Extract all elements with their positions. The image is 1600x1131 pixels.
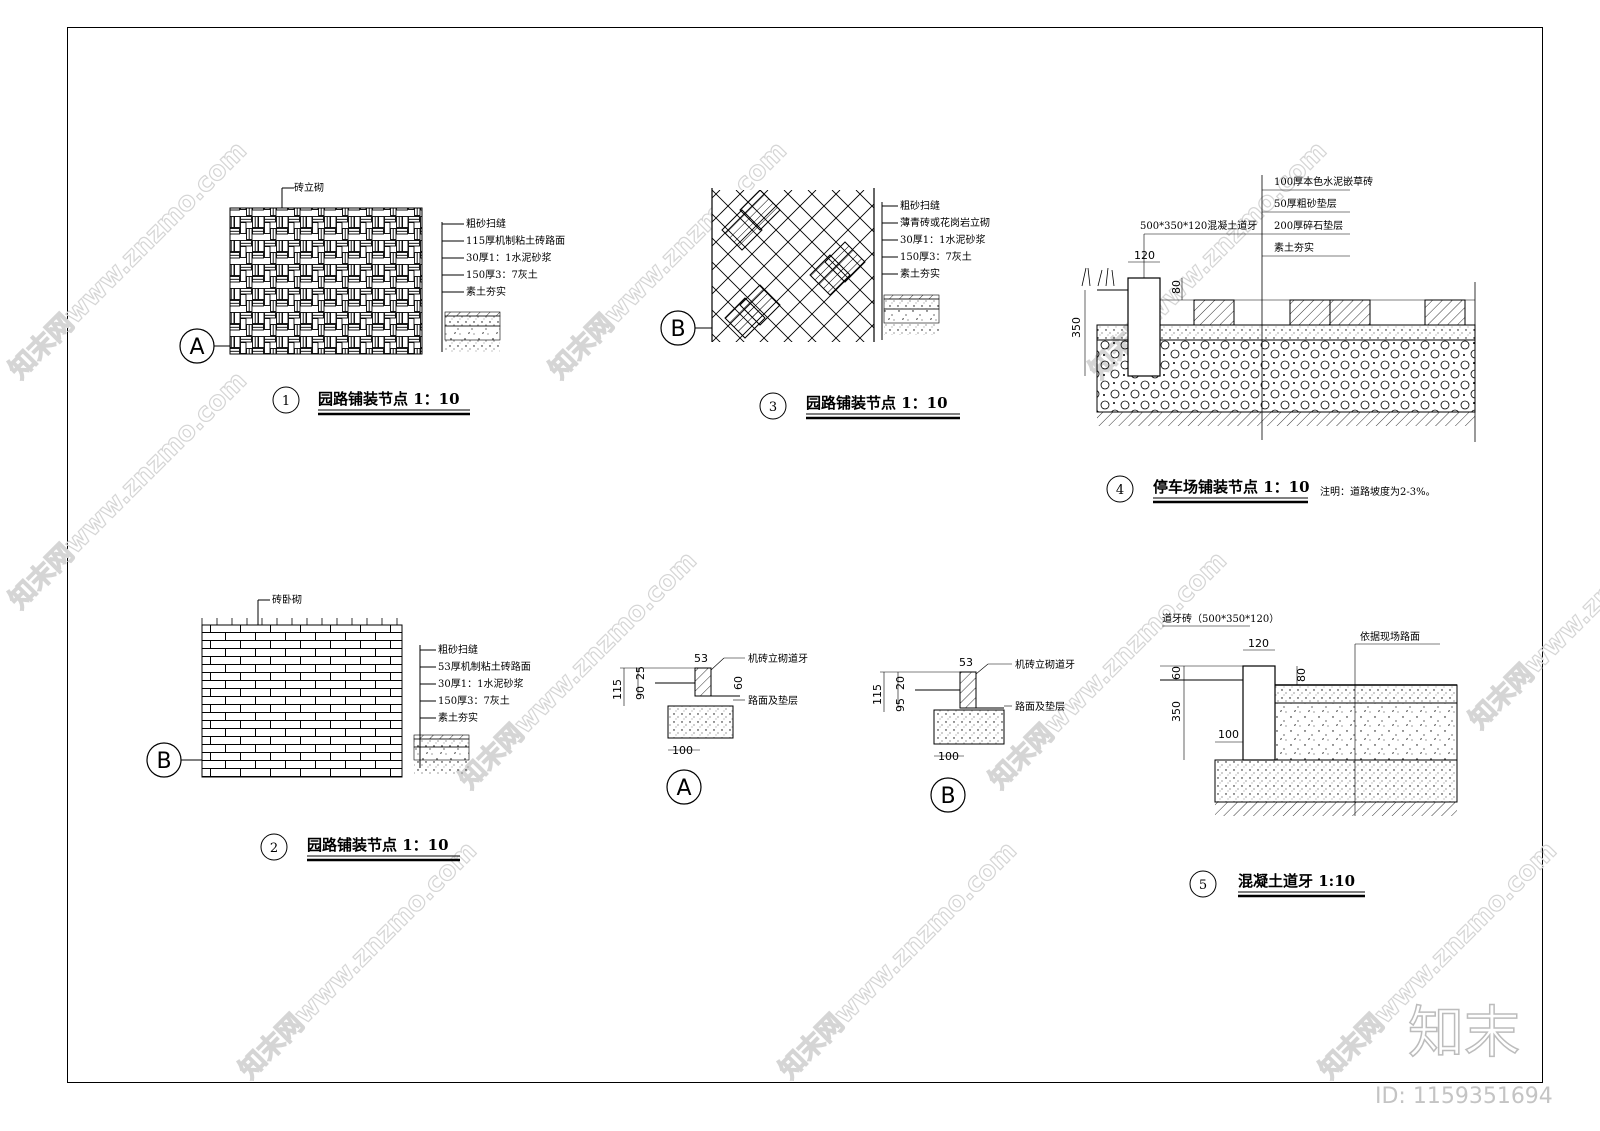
svg-text:50厚粗砂垫层: 50厚粗砂垫层 bbox=[1274, 197, 1337, 210]
image-id: ID: 1159351694 bbox=[1375, 1084, 1553, 1109]
svg-text:350: 350 bbox=[1070, 317, 1083, 338]
detail-5: 350 60 120 80 100 道牙砖（500*350*120） 依据现场路… bbox=[1160, 612, 1458, 898]
svg-text:120: 120 bbox=[1248, 637, 1269, 650]
top-label: 砖卧砌 bbox=[272, 593, 302, 606]
svg-text:30厚1：1水泥砂浆: 30厚1：1水泥砂浆 bbox=[438, 677, 523, 690]
svg-text:30厚1：1水泥砂浆: 30厚1：1水泥砂浆 bbox=[900, 233, 985, 246]
svg-text:5: 5 bbox=[1199, 878, 1207, 893]
layer-labels: 粗砂扫缝 115厚机制粘土砖路面 30厚1：1水泥砂浆 150厚3：7灰土 素土… bbox=[442, 217, 565, 298]
svg-text:90: 90 bbox=[634, 686, 647, 700]
curb-brick bbox=[694, 667, 712, 697]
detail-number-circle bbox=[1106, 475, 1134, 503]
curb-label: 道牙砖（500*350*120） bbox=[1162, 612, 1279, 625]
herringbone-paving bbox=[229, 207, 423, 355]
svg-text:3: 3 bbox=[769, 400, 777, 415]
top-label: 砖立砌 bbox=[294, 181, 324, 194]
detail-number-circle bbox=[272, 386, 300, 414]
svg-text:知末网www.znzmo.com: 知末网www.znzmo.com bbox=[4, 136, 253, 385]
curb-stone bbox=[1127, 277, 1161, 377]
svg-text:路面及垫层: 路面及垫层 bbox=[748, 694, 798, 707]
svg-text:素土夯实: 素土夯实 bbox=[1274, 241, 1314, 254]
svg-text:粗砂扫缝: 粗砂扫缝 bbox=[900, 199, 940, 212]
slope-note: 注明：道路坡度为2-3%。 bbox=[1320, 485, 1436, 498]
svg-text:A: A bbox=[189, 335, 204, 360]
section-marker bbox=[666, 769, 702, 805]
curb-stone bbox=[1242, 665, 1276, 761]
curb-brick bbox=[959, 671, 977, 709]
detail-title: 园路铺装节点 1：10 bbox=[318, 390, 460, 408]
svg-text:115: 115 bbox=[871, 684, 884, 705]
svg-text:150厚3：7灰土: 150厚3：7灰土 bbox=[900, 250, 972, 263]
edge-detail-b: 115 95 20 53 机砖立砌道牙 路面及垫层 100 B bbox=[871, 656, 1075, 813]
svg-text:薄青砖或花岗岩立砌: 薄青砖或花岗岩立砌 bbox=[900, 216, 990, 229]
svg-text:150厚3：7灰土: 150厚3：7灰土 bbox=[438, 694, 510, 707]
svg-text:4: 4 bbox=[1116, 483, 1124, 498]
svg-text:B: B bbox=[670, 317, 685, 342]
svg-text:60: 60 bbox=[1170, 666, 1183, 680]
svg-text:B: B bbox=[156, 749, 171, 774]
svg-text:粗砂扫缝: 粗砂扫缝 bbox=[466, 217, 506, 230]
svg-text:120: 120 bbox=[1134, 249, 1155, 262]
detail-title: 混凝土道牙 1:10 bbox=[1238, 872, 1355, 890]
svg-text:95: 95 bbox=[894, 698, 907, 712]
svg-text:80: 80 bbox=[1295, 668, 1308, 682]
running-bond-paving bbox=[201, 624, 403, 778]
svg-text:知末网www.znzmo.com: 知末网www.znzmo.com bbox=[234, 836, 483, 1085]
svg-text:1: 1 bbox=[282, 394, 290, 409]
sheet-border bbox=[67, 27, 1543, 1083]
svg-text:2: 2 bbox=[270, 841, 278, 856]
svg-text:115: 115 bbox=[611, 679, 624, 700]
detail-2: 砖卧砌 粗砂扫缝 53厚机制粘土砖路面 30厚1：1水泥砂浆 150厚3：7灰土… bbox=[146, 593, 531, 862]
svg-text:100: 100 bbox=[672, 744, 693, 757]
svg-text:A: A bbox=[676, 776, 691, 801]
svg-text:30厚1：1水泥砂浆: 30厚1：1水泥砂浆 bbox=[466, 251, 551, 264]
svg-text:150厚3：7灰土: 150厚3：7灰土 bbox=[466, 268, 538, 281]
svg-text:53: 53 bbox=[694, 652, 708, 665]
svg-text:路面及垫层: 路面及垫层 bbox=[1015, 700, 1065, 713]
svg-text:100厚本色水泥嵌草砖: 100厚本色水泥嵌草砖 bbox=[1274, 175, 1373, 188]
layer-labels: 粗砂扫缝 53厚机制粘土砖路面 30厚1：1水泥砂浆 150厚3：7灰土 素土夯… bbox=[420, 643, 531, 724]
detail-4: 350 120 80 500*350*120混凝土道牙 100厚本色水泥嵌草砖 … bbox=[1070, 175, 1476, 504]
svg-text:25: 25 bbox=[634, 666, 647, 680]
svg-text:知末网www.znzmo.com: 知末网www.znzmo.com bbox=[774, 836, 1023, 1085]
edge-detail-a: 115 90 25 53 60 机砖立砌道牙 路面及垫层 100 A bbox=[611, 652, 808, 805]
svg-text:53: 53 bbox=[959, 656, 973, 669]
svg-text:350: 350 bbox=[1170, 701, 1183, 722]
svg-text:素土夯实: 素土夯实 bbox=[466, 285, 506, 298]
svg-text:200厚碎石垫层: 200厚碎石垫层 bbox=[1274, 219, 1343, 232]
svg-text:知末网www.znzmo.com: 知末网www.znzmo.com bbox=[4, 366, 253, 615]
svg-text:粗砂扫缝: 粗砂扫缝 bbox=[438, 643, 478, 656]
svg-text:B: B bbox=[940, 784, 955, 809]
svg-text:100: 100 bbox=[938, 750, 959, 763]
brand-logo: 知末 bbox=[1408, 1001, 1520, 1066]
svg-text:素土夯实: 素土夯实 bbox=[438, 711, 478, 724]
svg-text:20: 20 bbox=[894, 676, 907, 690]
svg-text:知末网www.znzmo.com: 知末网www.znzmo.com bbox=[1464, 486, 1600, 735]
detail-number-circle bbox=[1189, 870, 1217, 898]
detail-number-circle bbox=[759, 392, 787, 420]
detail-1: 砖立砌 粗砂扫缝 115厚机制粘土砖路面 30厚1：1水泥砂浆 150厚3：7灰… bbox=[179, 181, 565, 416]
curb-label: 500*350*120混凝土道牙 bbox=[1140, 219, 1257, 232]
svg-text:115厚机制粘土砖路面: 115厚机制粘土砖路面 bbox=[466, 234, 565, 247]
road-label: 依据现场路面 bbox=[1360, 630, 1420, 643]
detail-number-circle bbox=[260, 833, 288, 861]
svg-text:机砖立砌道牙: 机砖立砌道牙 bbox=[1015, 658, 1075, 671]
svg-text:60: 60 bbox=[732, 676, 745, 690]
detail-3: 粗砂扫缝 薄青砖或花岗岩立砌 30厚1：1水泥砂浆 150厚3：7灰土 素土夯实… bbox=[660, 188, 990, 420]
section-marker bbox=[930, 777, 966, 813]
detail-title: 园路铺装节点 1：10 bbox=[307, 836, 449, 854]
detail-title: 园路铺装节点 1：10 bbox=[806, 394, 948, 412]
layer-labels: 粗砂扫缝 薄青砖或花岗岩立砌 30厚1：1水泥砂浆 150厚3：7灰土 素土夯实 bbox=[882, 199, 990, 280]
layer-labels: 100厚本色水泥嵌草砖 50厚粗砂垫层 200厚碎石垫层 素土夯实 bbox=[1262, 175, 1373, 257]
svg-text:80: 80 bbox=[1170, 280, 1183, 294]
svg-text:素土夯实: 素土夯实 bbox=[900, 267, 940, 280]
svg-text:53厚机制粘土砖路面: 53厚机制粘土砖路面 bbox=[438, 660, 531, 673]
detail-title: 停车场铺装节点 1：10 bbox=[1153, 478, 1310, 496]
svg-text:100: 100 bbox=[1218, 728, 1239, 741]
svg-text:机砖立砌道牙: 机砖立砌道牙 bbox=[748, 652, 808, 665]
